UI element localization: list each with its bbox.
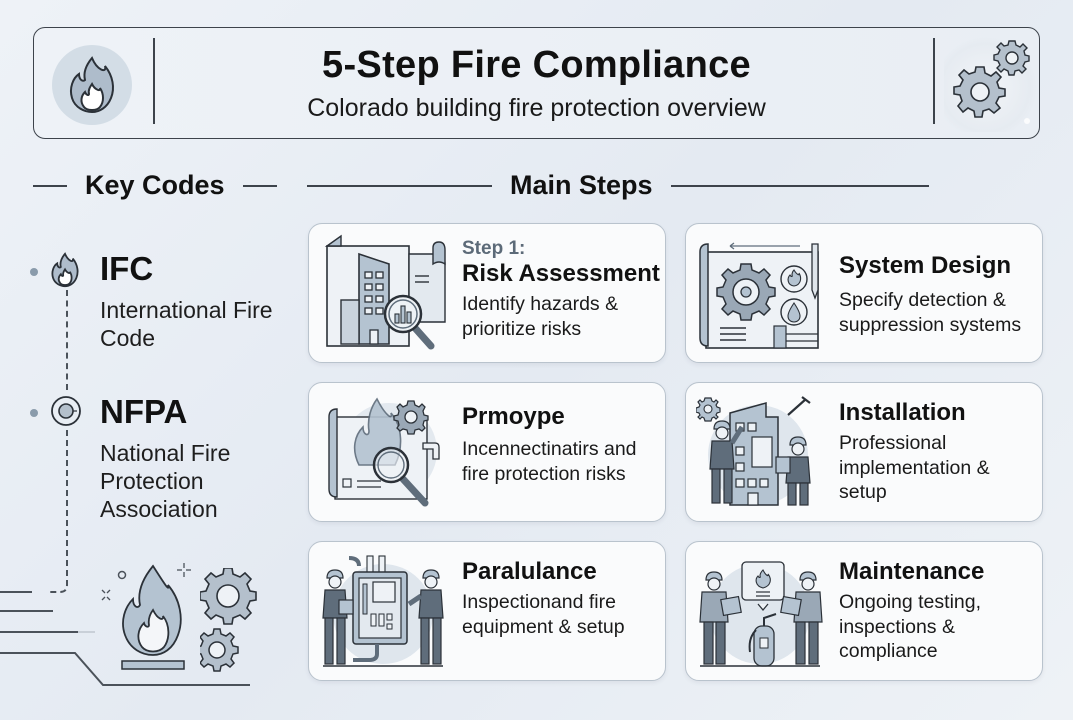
flame-icon bbox=[121, 564, 185, 670]
step-card-maintenance[interactable]: Maintenance Ongoing testing, inspections… bbox=[685, 541, 1043, 681]
step-title: Paralulance bbox=[462, 558, 597, 585]
page-subtitle: Colorado building fire protection overvi… bbox=[307, 94, 766, 122]
header-gears bbox=[944, 34, 1036, 132]
connector-line bbox=[66, 290, 68, 390]
code-abbr: IFC bbox=[100, 250, 154, 287]
step-title: Maintenance bbox=[839, 558, 985, 585]
step-description: Ongoing testing, inspections & complianc… bbox=[839, 591, 982, 662]
section-title: Main Steps bbox=[510, 170, 653, 200]
header-logo bbox=[52, 45, 132, 125]
step-card-system-design[interactable]: System Design Specify detection & suppre… bbox=[685, 223, 1043, 363]
target-icon bbox=[50, 395, 84, 429]
step-description: Professional implementation & setup bbox=[839, 432, 990, 503]
workers-extinguisher-icon bbox=[696, 552, 826, 670]
step-card-prmoype[interactable]: Prmoype Incennectinatirs and fire protec… bbox=[308, 382, 666, 522]
building-blueprint-magnifier-icon bbox=[319, 234, 449, 352]
step-card-paralulance[interactable]: Paralulance Inspectionand fire equipment… bbox=[308, 541, 666, 681]
step-description: Identify hazards & prioritize risks bbox=[462, 293, 619, 340]
divider bbox=[153, 38, 155, 124]
flame-icon bbox=[50, 252, 84, 288]
workers-building-icon bbox=[696, 393, 826, 511]
blueprint-gear-icon bbox=[696, 234, 826, 352]
code-full-name: International Fire Code bbox=[100, 297, 273, 351]
step-card-risk-assessment[interactable]: Step 1: Risk Assessment Identify hazards… bbox=[308, 223, 666, 363]
divider bbox=[307, 184, 492, 187]
divider bbox=[33, 184, 67, 187]
step-title: Installation bbox=[839, 399, 966, 426]
step-description: Specify detection & suppression systems bbox=[839, 289, 1022, 336]
step-description: Inspectionand fire equipment & setup bbox=[462, 591, 625, 638]
main-steps-heading: Main Steps bbox=[307, 170, 929, 201]
header-banner: 5-Step Fire Compliance Colorado building… bbox=[33, 27, 1040, 139]
flame-blueprint-magnifier-icon bbox=[319, 393, 449, 511]
bullet-dot bbox=[30, 268, 38, 276]
key-codes-heading: Key Codes bbox=[33, 170, 277, 201]
step-title: Risk Assessment bbox=[462, 260, 660, 287]
divider bbox=[670, 184, 929, 187]
code-full-name: National Fire Protection Association bbox=[100, 440, 231, 522]
step-description: Incennectinatirs and fire protection ris… bbox=[462, 438, 637, 485]
bullet-dot bbox=[30, 409, 38, 417]
section-title: Key Codes bbox=[85, 170, 225, 200]
step-title: System Design bbox=[839, 252, 1012, 279]
page-title: 5-Step Fire Compliance bbox=[322, 44, 751, 86]
divider bbox=[242, 184, 277, 187]
step-card-installation[interactable]: Installation Professional implementation… bbox=[685, 382, 1043, 522]
code-abbr: NFPA bbox=[100, 393, 188, 430]
flame-icon bbox=[69, 56, 114, 114]
gears-icon bbox=[953, 40, 1030, 124]
step-title: Prmoype bbox=[462, 403, 565, 430]
workers-control-panel-icon bbox=[319, 552, 449, 670]
divider bbox=[933, 38, 935, 124]
step-number: Step 1: bbox=[462, 238, 526, 259]
gear-icon bbox=[200, 568, 257, 672]
circuit-decoration bbox=[0, 430, 250, 686]
